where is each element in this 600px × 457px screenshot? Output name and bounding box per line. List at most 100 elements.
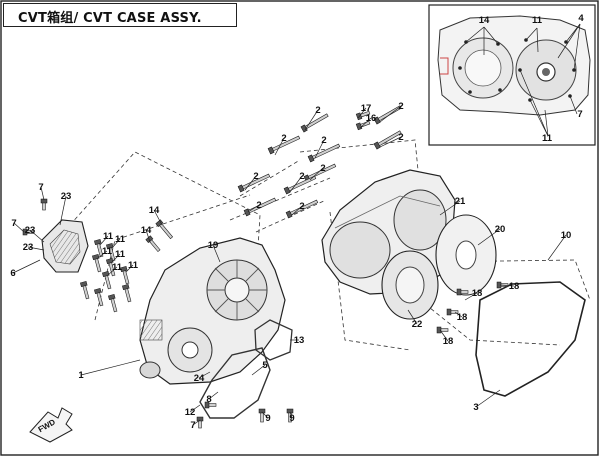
leader-line	[379, 105, 402, 123]
callout-number: 24	[194, 373, 205, 384]
leader-line	[289, 175, 303, 193]
bolt	[94, 288, 104, 307]
callout-number: 23	[25, 225, 36, 236]
leader-line	[192, 419, 201, 426]
leader-line	[407, 309, 418, 325]
bolt	[307, 143, 341, 163]
leader-line	[314, 139, 325, 159]
bolt	[40, 198, 48, 211]
leader-line	[464, 292, 478, 301]
callout-number: 2	[398, 132, 403, 143]
leader-line	[357, 107, 367, 119]
bolt	[204, 401, 217, 409]
bolt-group	[22, 105, 509, 429]
callout-number: 2	[299, 171, 304, 182]
callout-number: 14	[479, 15, 490, 26]
leader-line	[125, 264, 134, 273]
leader-line	[289, 411, 293, 419]
callout-number: 2	[281, 133, 286, 144]
callout-number: 9	[289, 413, 294, 424]
bolt	[106, 258, 116, 277]
callout-number: 18	[509, 281, 520, 292]
bolt	[145, 235, 161, 253]
leader-line	[29, 229, 45, 243]
callout-number: 11	[532, 15, 543, 26]
leader-line	[111, 253, 121, 263]
callout-number: 23	[23, 242, 34, 253]
callout-number: 12	[185, 407, 196, 418]
callout-number: 11	[115, 234, 126, 245]
leader-line	[477, 228, 501, 246]
callout-number: 14	[141, 225, 152, 236]
callout-number: 8	[206, 394, 211, 405]
leader-line	[12, 259, 41, 274]
callout-number: 11	[542, 133, 553, 144]
callout-number: 11	[103, 231, 114, 242]
leader-line	[107, 266, 118, 276]
callout-number: 4	[578, 13, 584, 24]
callout-number: 18	[443, 336, 454, 347]
callout-number: 18	[457, 312, 468, 323]
forward-direction-arrow: FWD	[29, 407, 73, 443]
leader-line	[153, 209, 163, 226]
leader-line	[251, 364, 266, 376]
clutch-cover	[381, 250, 439, 320]
leader-line	[80, 359, 141, 376]
leader-line	[99, 235, 109, 246]
callout-number: 7	[11, 218, 16, 229]
callout-number: 16	[366, 113, 377, 124]
callout-number: 20	[495, 224, 506, 235]
callout-number: 13	[294, 335, 305, 346]
bolt	[102, 271, 112, 290]
leader-line	[40, 186, 45, 201]
callout-number: 2	[320, 163, 325, 174]
callout-number: 2	[315, 105, 320, 116]
callout-number: 22	[412, 319, 423, 330]
leader-line	[439, 329, 449, 342]
bolt	[300, 113, 329, 133]
leader-line	[247, 204, 260, 213]
bolt	[436, 326, 449, 334]
leader-line	[291, 205, 303, 216]
bolt	[108, 294, 118, 313]
inner-cvt-case	[139, 237, 286, 385]
bolt	[283, 175, 317, 195]
callout-number: 5	[262, 360, 268, 371]
leader-line	[379, 136, 402, 148]
callout-number: 9	[265, 413, 270, 424]
callout-number: 1	[78, 370, 84, 381]
leader-line	[304, 109, 319, 131]
bolt	[373, 105, 402, 125]
callout-number: 2	[253, 171, 258, 182]
bolt	[92, 254, 102, 273]
bolt	[446, 308, 459, 316]
bolt	[285, 199, 319, 219]
large-cover-gasket	[475, 281, 586, 397]
bolt	[196, 416, 204, 429]
leader-line	[189, 404, 201, 413]
callout-number: 19	[208, 240, 219, 251]
leader-line	[244, 175, 257, 191]
leader-line	[198, 371, 211, 379]
bolt	[258, 408, 266, 423]
callout-number: 14	[149, 205, 160, 216]
callout-number: 7	[38, 182, 43, 193]
callout-number: 10	[561, 230, 572, 241]
callout-number: 11	[115, 249, 126, 260]
callout-number: 23	[61, 191, 72, 202]
leader-line	[439, 200, 461, 216]
callout-number: 2	[256, 200, 261, 211]
callout-number: 11	[128, 260, 139, 271]
bolt	[120, 266, 130, 285]
leader-line	[359, 117, 372, 129]
small-cover-gasket	[254, 319, 293, 361]
leader-line	[454, 311, 463, 318]
leader-line	[274, 137, 285, 156]
bolt	[94, 239, 104, 258]
bolt	[155, 219, 174, 240]
diagram-title: CVT箱组/ CVT CASE ASSY.	[18, 11, 202, 26]
leader-line	[475, 389, 501, 408]
callout-number: 2	[321, 135, 326, 146]
